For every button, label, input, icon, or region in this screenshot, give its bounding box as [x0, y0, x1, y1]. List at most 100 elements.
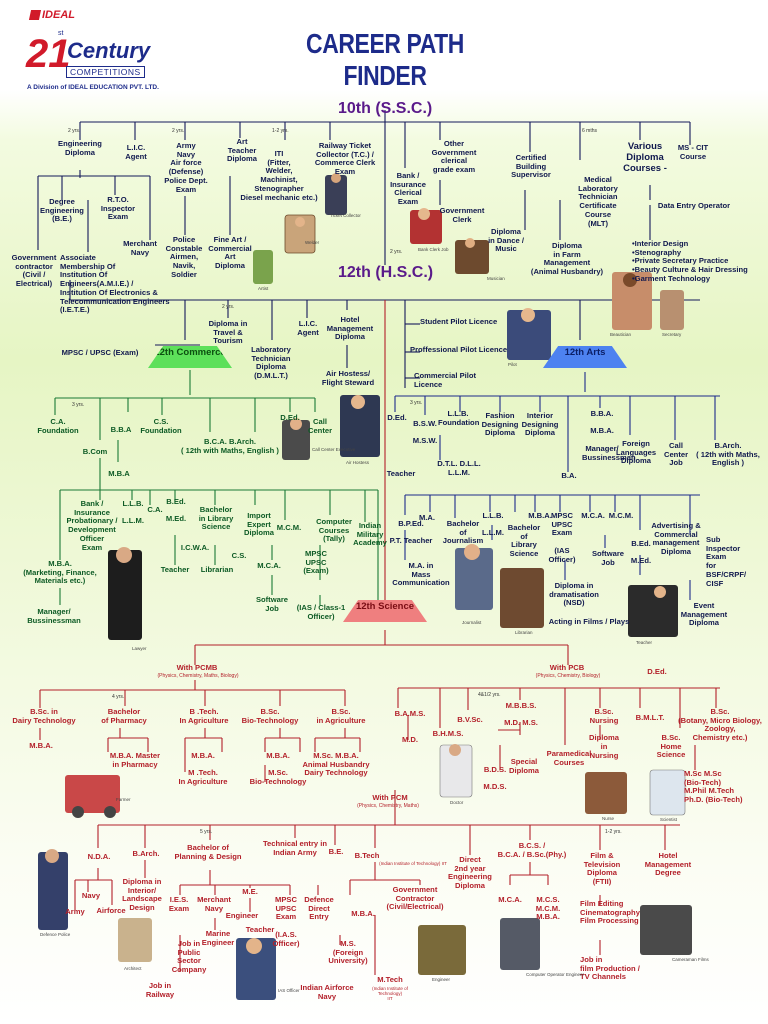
- node-railway-ticket: Railway Ticket Collector (T.C.) / Commer…: [314, 141, 376, 177]
- node-mpsc-upsc-10: MPSC / UPSC (Exam): [61, 348, 139, 357]
- node-mcm-c: M.C.M.: [276, 523, 302, 532]
- node-with-pcb: With PCB: [549, 663, 585, 672]
- node-ias-c: (IAS / Class-1 Officer): [296, 603, 346, 621]
- node-barch-a: B.Arch. ( 12th with Maths, English ): [696, 441, 760, 468]
- node-film-tv: Film & Television Diploma (FTII): [583, 851, 621, 887]
- stream-arts: 12th Arts: [543, 346, 627, 368]
- node-ca-final: C.A.: [147, 505, 163, 514]
- node-building-supervisor: Certified Building Supervisor: [511, 153, 551, 180]
- node-govt-clerk: Government Clerk: [439, 206, 485, 224]
- node-bba-c: B.B.A: [110, 425, 132, 434]
- pic-air-hostess: Air Hostess: [346, 460, 370, 465]
- node-marine-engineer: Marine Engineer: [201, 929, 235, 947]
- node-bped: B.P.Ed. P.T. Teacher: [389, 519, 433, 546]
- node-various-diploma: Various Diploma Courses -: [623, 141, 667, 174]
- node-travel-tourism: Diploma in Travel & Tourism: [208, 319, 248, 346]
- duration-tag: 1-2 yrs.: [272, 128, 289, 134]
- node-btech-agri: B .Tech. In Agriculture: [179, 707, 229, 725]
- node-me: M.E.: [242, 887, 258, 896]
- node-ded-a: D.Ed.: [387, 413, 407, 422]
- node-icwa: I.C.W.A.: [180, 543, 210, 552]
- node-pilot-student: Student Pilot Licence: [420, 317, 498, 326]
- node-mpsc-upsc-c: MPSC UPSC (Exam): [303, 549, 329, 576]
- node-animal-husbandry: M.Sc. M.B.A. Animal Husbandry Dairy Tech…: [302, 751, 370, 778]
- logo-ordinal: st: [58, 30, 64, 37]
- node-ms-cit: MS - CIT Course: [677, 143, 709, 161]
- node-mpsc-upsc-a: MPSC UPSC Exam (IAS Officer): [548, 511, 576, 564]
- pic-librarian: Librarian: [515, 630, 533, 635]
- node-bank-po: Bank / Insurance Probationary / Developm…: [66, 499, 118, 552]
- node-navy-s: Navy: [81, 891, 101, 900]
- pic-ticket-collector: Ticket Collector: [330, 213, 361, 218]
- node-eng-diploma: Engineering Diploma: [58, 139, 102, 157]
- node-barch-s: B.Arch.: [132, 849, 160, 858]
- node-teacher-s: Teacher: [245, 925, 275, 934]
- duration-tag: 6 mths: [582, 128, 598, 134]
- pic-pilot: Pilot: [508, 362, 517, 367]
- node-event-mgmt: Event Management Diploma: [680, 601, 728, 628]
- node-mba-fin: M.B.A. (Marketing, Finance, Materials et…: [23, 559, 97, 586]
- node-mba-a: M.B.A.: [528, 511, 552, 520]
- node-bds: B.D.S. M.D.S.: [483, 765, 507, 792]
- node-bsc-agri: B.Sc. in Agriculture: [316, 707, 366, 725]
- pic-beautician: Beautician: [610, 332, 632, 337]
- node-bhms: B.H.M.S.: [432, 729, 464, 738]
- node-ca-foundation: C.A. Foundation: [37, 417, 79, 435]
- node-llb-a: L.L.B. Foundation: [438, 409, 480, 427]
- node-other-govt: Other Government clerical grade exam: [431, 139, 477, 175]
- node-bsc-bio: B.Sc. (Botany, Micro Biology, Zoology, C…: [678, 707, 762, 743]
- node-mcs: M.C.S. M.C.M. M.B.A.: [535, 895, 561, 922]
- pic-teacher: Teacher: [636, 640, 653, 645]
- node-nda: N.D.A.: [87, 852, 111, 861]
- logo-tagline: COMPETITIONS: [66, 66, 145, 78]
- node-pcm-sub: (Physics, Chemistry, Maths): [357, 803, 419, 809]
- node-pcmb-sub: (Physics, Chemistry, Maths, Biology): [157, 673, 239, 679]
- node-military-academy: Indian Military Academy: [353, 521, 387, 548]
- node-planning-design: Bachelor of Planning & Design: [174, 843, 242, 861]
- node-mba-s: M.B.A.: [351, 909, 375, 918]
- duration-tag: 4 yrs.: [112, 694, 125, 700]
- node-mtech-iit: M.Tech: [377, 975, 403, 984]
- node-msc-bio: M.Sc M.Sc (Bio-Tech) M.Phil M.Tech Ph.D.…: [684, 769, 743, 805]
- node-journalism: Bachelor of Journalism: [442, 519, 484, 546]
- hub-hsc: 12th (H.S.C.): [338, 264, 434, 281]
- node-army-police: Army Navy Air force (Defense) Police Dep…: [164, 141, 208, 194]
- node-job-public: Job in Public Sector Company: [171, 939, 207, 975]
- node-mcm-a: M.C.M.: [608, 511, 634, 520]
- pic-secretary: Secretary: [662, 332, 682, 337]
- node-dtl: D.T.L. D.L.L. L.L.M.: [437, 459, 481, 477]
- stream-commerce: 12th Commerce: [148, 346, 232, 368]
- node-import-export: Import Expert Diploma: [244, 511, 274, 538]
- node-bcs: B.C.S. / B.C.A. / B.Sc.(Phy.): [497, 841, 567, 859]
- node-bcom: B.Com: [82, 447, 108, 456]
- node-rto: R.T.O. Inspector Exam: [100, 195, 136, 222]
- node-mlt: Medical Laboratory Technician Certificat…: [578, 175, 618, 228]
- node-with-pcm: With PCM: [372, 793, 408, 802]
- duration-tag: 2 yrs.: [68, 128, 81, 134]
- node-pilot-comm: Commercial Pilot Licence: [414, 371, 477, 389]
- pic-engineer: Engineer: [432, 977, 451, 982]
- node-bed-c: B.Ed. M.Ed.: [165, 497, 187, 524]
- node-hotel-mgmt-s: Hotel Management Degree: [644, 851, 692, 878]
- node-fashion: Fashion Designing Diploma: [481, 411, 519, 438]
- node-lib-sci-c: Bachelor in Library Science: [198, 505, 234, 532]
- stream-science: 12th Science: [343, 600, 427, 622]
- node-lic-agent-10: L.I.C. Agent: [125, 143, 147, 161]
- node-dramatisation: Diploma in dramatisation (NSD): [549, 581, 599, 608]
- node-air-hostess: Air Hostess/ Flight Steward: [321, 369, 375, 387]
- node-teacher-c: Teacher: [160, 565, 190, 574]
- pic-fine-artist: Artist: [258, 286, 269, 291]
- node-direct-2nd: Direct 2nd year Engineering Diploma: [448, 855, 492, 891]
- node-mass-comm: M.A. in Mass Communication: [392, 561, 450, 588]
- node-call-center-c: Call Center: [307, 417, 333, 435]
- pic-lawyer: Lawyer: [132, 646, 147, 651]
- node-merchant-navy-s: Merchant Navy: [197, 895, 231, 913]
- pic-welder: Welder: [305, 240, 320, 245]
- node-airforce-s: Airforce: [96, 906, 126, 915]
- pic-doctor: Doctor: [450, 800, 464, 805]
- node-pilot-prof: Proffessional Pilot Licence: [410, 345, 508, 354]
- node-mtech-iit-sub: (Indian Institute of Technology) IIT: [372, 986, 408, 1002]
- node-indian-navy-s: Indian Airforce Navy: [300, 983, 354, 1001]
- duration-tag: 2 yrs.: [172, 128, 185, 134]
- duration-tag: 2 yrs.: [222, 304, 235, 310]
